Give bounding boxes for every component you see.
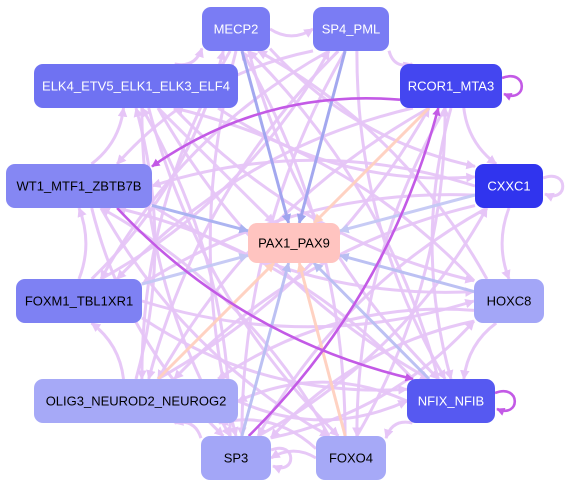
node-box-hoxc8[interactable] (474, 279, 544, 323)
node-label-rcor1: RCOR1_MTA3 (408, 79, 494, 94)
edge-elk4-to-cxxc1 (217, 106, 476, 183)
node-label-wt1: WT1_MTF1_ZBTB7B (17, 179, 142, 194)
edge-rcor1-to-cxxc1 (462, 107, 498, 166)
node-label-mecp2: MECP2 (214, 22, 259, 37)
edge-foxm1-to-hoxc8 (141, 298, 475, 329)
edge-nfix-to-nfix (494, 389, 517, 416)
edge-mecp2-to-cxxc1 (268, 47, 476, 170)
edge-cxxc1-to-cxxc1 (542, 174, 565, 202)
edge-nfix-to-pax1 (312, 261, 431, 381)
edge-sp3-to-hoxc8 (270, 320, 476, 440)
node-box-foxo4[interactable] (316, 436, 386, 480)
node-label-nfix: NFIX_NFIB (418, 394, 484, 409)
edge-cxxc1-to-pax1 (339, 193, 476, 234)
node-box-wt1[interactable] (6, 164, 152, 208)
node-box-foxm1[interactable] (16, 279, 142, 323)
edge-rcor1-to-foxm1 (116, 106, 414, 281)
node-olig3[interactable]: OLIG3_NEUROD2_NEUROG2 (34, 379, 238, 423)
node-label-foxo4: FOXO4 (329, 451, 373, 466)
edge-hoxc8-to-nfix (460, 321, 498, 380)
node-label-cxxc1: CXXC1 (487, 179, 530, 194)
node-box-rcor1[interactable] (400, 64, 502, 108)
node-box-mecp2[interactable] (202, 7, 270, 51)
node-rcor1[interactable]: RCOR1_MTA3 (400, 64, 502, 108)
node-cxxc1[interactable]: CXXC1 (475, 164, 543, 208)
node-label-olig3: OLIG3_NEUROD2_NEUROG2 (46, 394, 227, 409)
node-box-pax1[interactable] (248, 223, 340, 263)
edge-sp4-pml-to-rcor1 (387, 50, 414, 71)
node-box-sp4-pml[interactable] (313, 7, 389, 51)
edge-elk4-to-pax1 (157, 106, 275, 225)
node-hoxc8[interactable]: HOXC8 (474, 279, 544, 323)
node-label-sp3: SP3 (224, 451, 249, 466)
edge-rcor1-to-pax1 (312, 106, 431, 225)
edge-wt1-to-elk4 (90, 107, 128, 166)
node-box-elk4[interactable] (34, 64, 238, 108)
node-label-foxm1: FOXM1_TBL1XR1 (25, 294, 133, 309)
node-sp3[interactable]: SP3 (201, 436, 271, 480)
edge-olig3-to-foxm1 (90, 321, 125, 380)
edge-sp3-to-pax1 (240, 262, 291, 437)
edge-foxm1-to-pax1 (141, 253, 249, 286)
edge-sp3-to-rcor1 (247, 107, 441, 437)
edge-hoxc8-to-elk4 (173, 105, 476, 282)
node-label-sp4-pml: SP4_PML (322, 22, 381, 37)
node-foxm1[interactable]: FOXM1_TBL1XR1 (16, 279, 142, 323)
edge-foxm1-to-wt1 (77, 207, 88, 280)
edge-rcor1-to-wt1 (151, 96, 401, 168)
node-label-hoxc8: HOXC8 (487, 294, 532, 309)
node-elk4[interactable]: ELK4_ETV5_ELK1_ELK3_ELF4 (34, 64, 238, 108)
node-foxo4[interactable]: FOXO4 (316, 436, 386, 480)
edge-sp3-to-olig3 (173, 416, 203, 439)
node-wt1[interactable]: WT1_MTF1_ZBTB7B (6, 164, 152, 208)
nodes-layer: MECP2 SP4_PML ELK4_ETV5_ELK1_ELK3_ELF4 RCOR… (6, 7, 544, 480)
edge-sp3-to-sp3 (270, 446, 293, 474)
node-pax1[interactable]: PAX1_PAX9 (248, 223, 340, 263)
node-box-nfix[interactable] (407, 379, 495, 423)
edge-olig3-to-pax1 (156, 261, 276, 381)
node-mecp2[interactable]: MECP2 (202, 7, 270, 51)
edge-hoxc8-to-olig3 (217, 307, 475, 381)
node-box-olig3[interactable] (34, 379, 238, 423)
edge-foxo4-to-sp3 (270, 449, 317, 460)
node-box-cxxc1[interactable] (475, 164, 543, 208)
edge-nfix-to-foxo4 (384, 420, 413, 440)
edge-wt1-to-nfix (116, 207, 414, 382)
edge-mecp2-to-sp4-pml (269, 27, 314, 38)
node-box-sp3[interactable] (201, 436, 271, 480)
edge-sp4-pml-to-olig3 (146, 49, 340, 380)
edge-foxm1-to-nfix (141, 316, 408, 395)
edge-rcor1-to-rcor1 (501, 74, 524, 101)
edge-hoxc8-to-pax1 (339, 253, 475, 294)
edge-elk4-to-mecp2 (174, 47, 204, 67)
edge-mecp2-to-pax1 (240, 50, 291, 224)
edge-sp4-pml-to-pax1 (296, 50, 347, 224)
edge-olig3-to-nfix (237, 399, 408, 422)
edge-cxxc1-to-hoxc8 (500, 207, 511, 280)
edge-nfix-to-mecp2 (247, 49, 440, 380)
edge-wt1-to-pax1 (151, 203, 249, 234)
node-label-pax1: PAX1_PAX9 (258, 236, 330, 251)
node-label-elk4: ELK4_ETV5_ELK1_ELK3_ELF4 (42, 79, 230, 94)
node-nfix[interactable]: NFIX_NFIB (407, 379, 495, 423)
node-sp4-pml[interactable]: SP4_PML (313, 7, 389, 51)
edge-wt1-to-hoxc8 (151, 204, 475, 297)
